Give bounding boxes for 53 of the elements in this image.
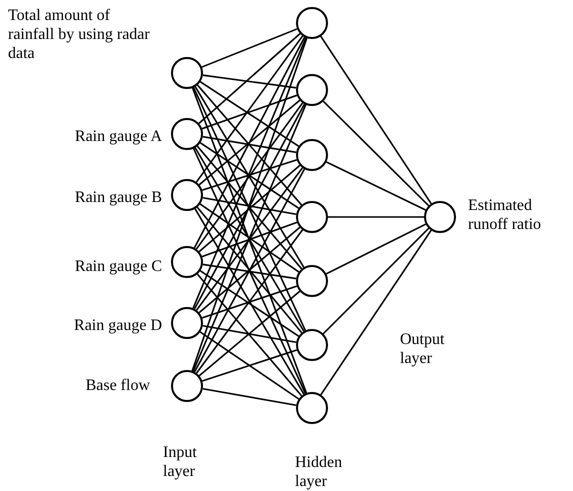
connection-line <box>202 324 296 344</box>
connection-line <box>196 146 302 270</box>
connection-line <box>320 230 432 396</box>
connection-line <box>200 81 300 147</box>
connection-line <box>192 87 306 331</box>
connection-line <box>198 226 300 314</box>
connection-line <box>198 33 301 124</box>
layer-label: Hidden layer <box>295 453 344 491</box>
connection-line <box>202 74 296 89</box>
connection-line <box>202 136 296 154</box>
connection-line <box>322 100 430 206</box>
connection-line <box>198 100 300 186</box>
connection-line <box>191 38 308 372</box>
connection-line <box>196 35 304 183</box>
input-label: Rain gauge C <box>74 257 162 276</box>
connection-line <box>202 196 296 216</box>
connection-line <box>202 222 298 258</box>
connection-line <box>202 28 298 68</box>
connection-line <box>192 37 307 309</box>
connection-line <box>192 148 306 394</box>
input-label: Rain gauge D <box>73 316 162 335</box>
connection-line <box>326 161 426 211</box>
connection-line <box>202 264 296 280</box>
connection-line <box>202 285 298 319</box>
connection-line <box>196 102 304 250</box>
input-label: Rain gauge B <box>74 188 162 207</box>
input-label: Base flow <box>84 376 150 395</box>
connection-line <box>196 167 304 311</box>
connection-line <box>202 388 296 406</box>
layer-label: Input layer <box>163 443 198 481</box>
connection-line <box>196 206 302 334</box>
connection-line <box>198 290 300 376</box>
connection-line <box>194 104 306 310</box>
input-label: Rain gauge A <box>74 127 162 146</box>
connection-line <box>200 270 300 337</box>
connection-line <box>194 168 306 372</box>
input-label: Total amount of rainfall by using radar data <box>8 6 151 63</box>
connection-line <box>194 36 306 248</box>
connection-line <box>328 216 424 218</box>
connection-line <box>322 228 430 334</box>
connection-line <box>202 94 298 130</box>
connection-line <box>200 142 300 209</box>
connection-line <box>196 229 304 374</box>
connection-line <box>200 203 300 273</box>
input-label: Estimated runoff ratio <box>468 196 542 234</box>
connection-line <box>196 274 302 396</box>
layer-label: Output layer <box>400 330 446 368</box>
connection-line <box>202 349 298 382</box>
connection-line <box>198 164 300 252</box>
connection-line <box>200 331 300 400</box>
connection-line <box>196 84 302 206</box>
connection-line <box>202 159 297 191</box>
connection-line <box>194 86 304 268</box>
